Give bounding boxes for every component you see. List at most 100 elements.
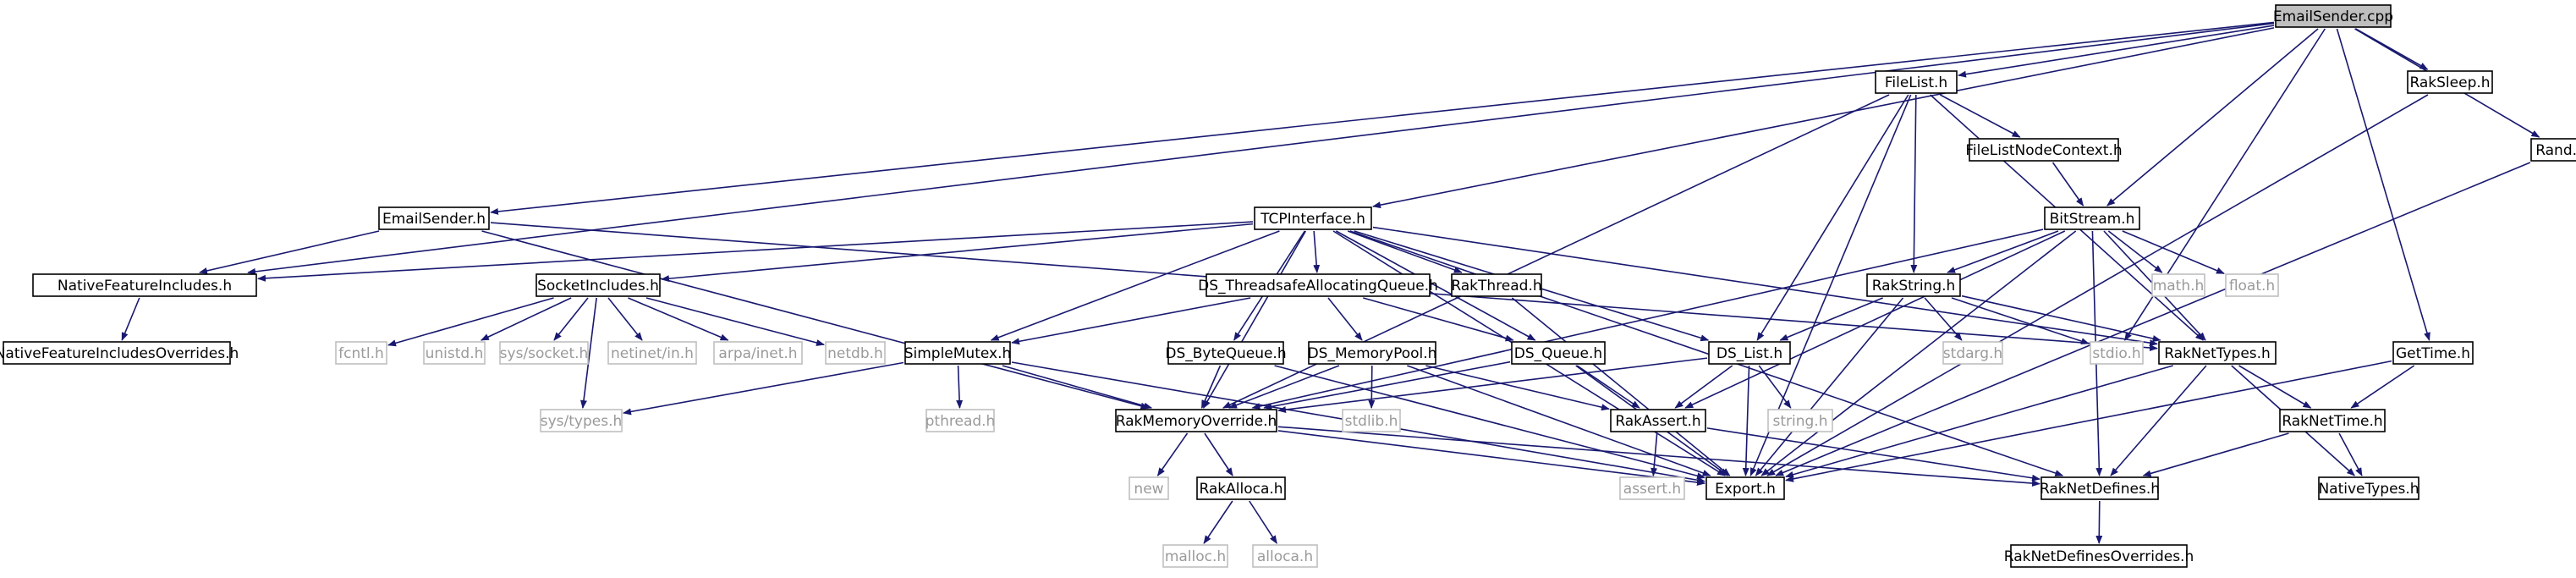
edge-filelist_h-to-filelistnodecontext_h [1939, 94, 2021, 138]
edge-ds_memorypool_h-to-rakmemoryoverride_h [1228, 365, 1340, 409]
node-simplemutex-h[interactable]: SimpleMutex.h [904, 341, 1012, 365]
node-rakthread-h[interactable]: RakThread.h [1451, 273, 1542, 297]
node-raknettypes-h[interactable]: RakNetTypes.h [2158, 341, 2277, 365]
node-label: new [1134, 481, 1163, 498]
node-label: netdb.h [827, 345, 883, 362]
node-label: unistd.h [426, 345, 484, 362]
node-box [2392, 341, 2474, 365]
node-box [32, 273, 257, 297]
node-tcpinterface-h[interactable]: TCPInterface.h [1254, 206, 1372, 230]
node-rakassert-h[interactable]: RakAssert.h [1610, 409, 1706, 432]
node-box [1206, 273, 1431, 297]
edge-rakstring_h-to-stdarg_h [1924, 297, 1963, 341]
node-emailsender-h[interactable]: EmailSender.h [378, 206, 490, 230]
node-stdarg-h: stdarg.h [1942, 341, 2003, 365]
node-socketincludes-h[interactable]: SocketIncludes.h [536, 273, 661, 297]
edge-tcpinterface_h-to-nativefeatureincludes_h [257, 221, 1254, 282]
node-ds-list-h[interactable]: DS_List.h [1708, 341, 1791, 365]
node-rakstring-h[interactable]: RakString.h [1866, 273, 1961, 297]
edge-rakmemoryoverride_h-to-new [1156, 432, 1189, 476]
node-pthread-h: pthread.h [925, 409, 995, 432]
edge-tcpinterface_h-to-rakthread_h [1347, 230, 1463, 273]
node-filelist-h[interactable]: FileList.h [1875, 70, 1958, 94]
node-filelistnodecontext-h[interactable]: FileListNodeContext.h [1965, 138, 2123, 162]
node-box [825, 341, 886, 365]
node-rakmemoryoverride-h[interactable]: RakMemoryOverride.h [1115, 409, 1277, 432]
graph-edges [121, 21, 2540, 544]
node-raknetdefinesoverrides-h[interactable]: RakNetDefinesOverrides.h [2004, 544, 2194, 568]
edge-bitstream_h-to-export_h [1760, 230, 2077, 476]
edge-ds_bytequeue_h-to-rakmemoryoverride_h [1200, 365, 1222, 409]
node-box [1511, 341, 1606, 365]
node-label: Rand.h [2535, 142, 2576, 159]
node-box [2151, 273, 2205, 297]
node-unistd-h: unistd.h [423, 341, 486, 365]
node-box [2090, 341, 2144, 365]
node-label: TCPInterface.h [1260, 211, 1365, 228]
node-rand-h[interactable]: Rand.h [2530, 138, 2576, 162]
node-nativefeatureincludes-h[interactable]: NativeFeatureIncludes.h [32, 273, 257, 297]
edge-ds_bytequeue_h-to-export_h [1274, 365, 1705, 480]
node-nativetypes-h[interactable]: NativeTypes.h [2318, 476, 2419, 500]
node-box [1969, 138, 2119, 162]
node-box [904, 341, 1011, 365]
node-netdb-h: netdb.h [825, 341, 886, 365]
node-label: DS_ByteQueue.h [1165, 345, 1286, 362]
node-label: RakMemoryOverride.h [1116, 413, 1277, 430]
node-raksleep-h[interactable]: RakSleep.h [2407, 70, 2493, 94]
edge-filelistnodecontext_h-to-bitstream_h [2051, 162, 2084, 206]
node-box [499, 341, 589, 365]
node-rakalloca-h[interactable]: RakAlloca.h [1196, 476, 1286, 500]
node-gettime-h[interactable]: GetTime.h [2392, 341, 2474, 365]
edge-tcpinterface_h-to-raknettypes_h [1372, 226, 2158, 347]
node-ds-bytequeue-h[interactable]: DS_ByteQueue.h [1165, 341, 1287, 365]
node-ds-memorypool-h[interactable]: DS_MemoryPool.h [1308, 341, 1437, 365]
node-export-h[interactable]: Export.h [1705, 476, 1785, 500]
node-label: math.h [2153, 278, 2205, 295]
edge-raknettime_h-to-nativetypes_h [2338, 432, 2363, 476]
node-label: RakAssert.h [1615, 413, 1700, 430]
edge-emailsender_cpp-to-tcpinterface_h [1372, 27, 2275, 209]
node-label: SimpleMutex.h [904, 345, 1012, 362]
edge-rakstring_h-to-ds_list_h [1779, 297, 1883, 341]
node-box [2318, 476, 2419, 500]
node-emailsender-cpp[interactable]: EmailSender.cpp [2273, 4, 2393, 28]
node-malloc-h: malloc.h [1162, 544, 1228, 568]
node-raknettime-h[interactable]: RakNetTime.h [2279, 409, 2386, 432]
edge-emailsender_h-to-rakmemoryoverride_h [481, 230, 1150, 410]
edge-socketincludes_h-to-sys_types_h [580, 297, 597, 409]
edge-tcpinterface_h-to-ds_threadsafeallocatingqueue_h [1313, 230, 1321, 273]
edge-rakmemoryoverride_h-to-rakalloca_h [1204, 432, 1233, 476]
edge-ds_list_h-to-export_h [1742, 365, 1750, 476]
node-box [1115, 409, 1277, 432]
node-label: EmailSender.cpp [2273, 8, 2393, 25]
node-box [540, 409, 623, 432]
node-bitstream-h[interactable]: BitStream.h [2044, 206, 2140, 230]
node-raknetdefines-h[interactable]: RakNetDefines.h [2040, 476, 2160, 500]
node-box [2158, 341, 2277, 365]
node-nativefeatureincludesoverrides-h[interactable]: NativeFeatureIncludesOverrides.h [0, 341, 239, 365]
node-box [1708, 341, 1791, 365]
edge-emailsender_cpp-to-gettime_h [2336, 28, 2430, 341]
node-box [1167, 341, 1284, 365]
node-sys-socket-h: sys/socket.h [499, 341, 589, 365]
node-box [1129, 476, 1169, 500]
node-string-h: string.h [1767, 409, 1833, 432]
node-ds-threadsafeallocatingqueue-h[interactable]: DS_ThreadsafeAllocatingQueue.h [1198, 273, 1438, 297]
node-label: string.h [1773, 413, 1828, 430]
edge-simplemutex_h-to-pthread_h [956, 365, 964, 409]
node-box [1252, 544, 1318, 568]
node-label: EmailSender.h [382, 211, 486, 228]
node-label: RakNetTime.h [2282, 413, 2382, 430]
edge-socketincludes_h-to-unistd_h [480, 297, 572, 341]
node-box [1162, 544, 1228, 568]
node-box [1308, 341, 1436, 365]
node-label: alloca.h [1257, 548, 1313, 565]
edge-rakstring_h-to-raknettypes_h [1961, 295, 2161, 342]
node-ds-queue-h[interactable]: DS_Queue.h [1511, 341, 1606, 365]
edge-tcpinterface_h-to-socketincludes_h [661, 223, 1254, 283]
node-alloca-h: alloca.h [1252, 544, 1318, 568]
node-label: RakSleep.h [2409, 74, 2490, 91]
node-label: assert.h [1623, 481, 1681, 498]
